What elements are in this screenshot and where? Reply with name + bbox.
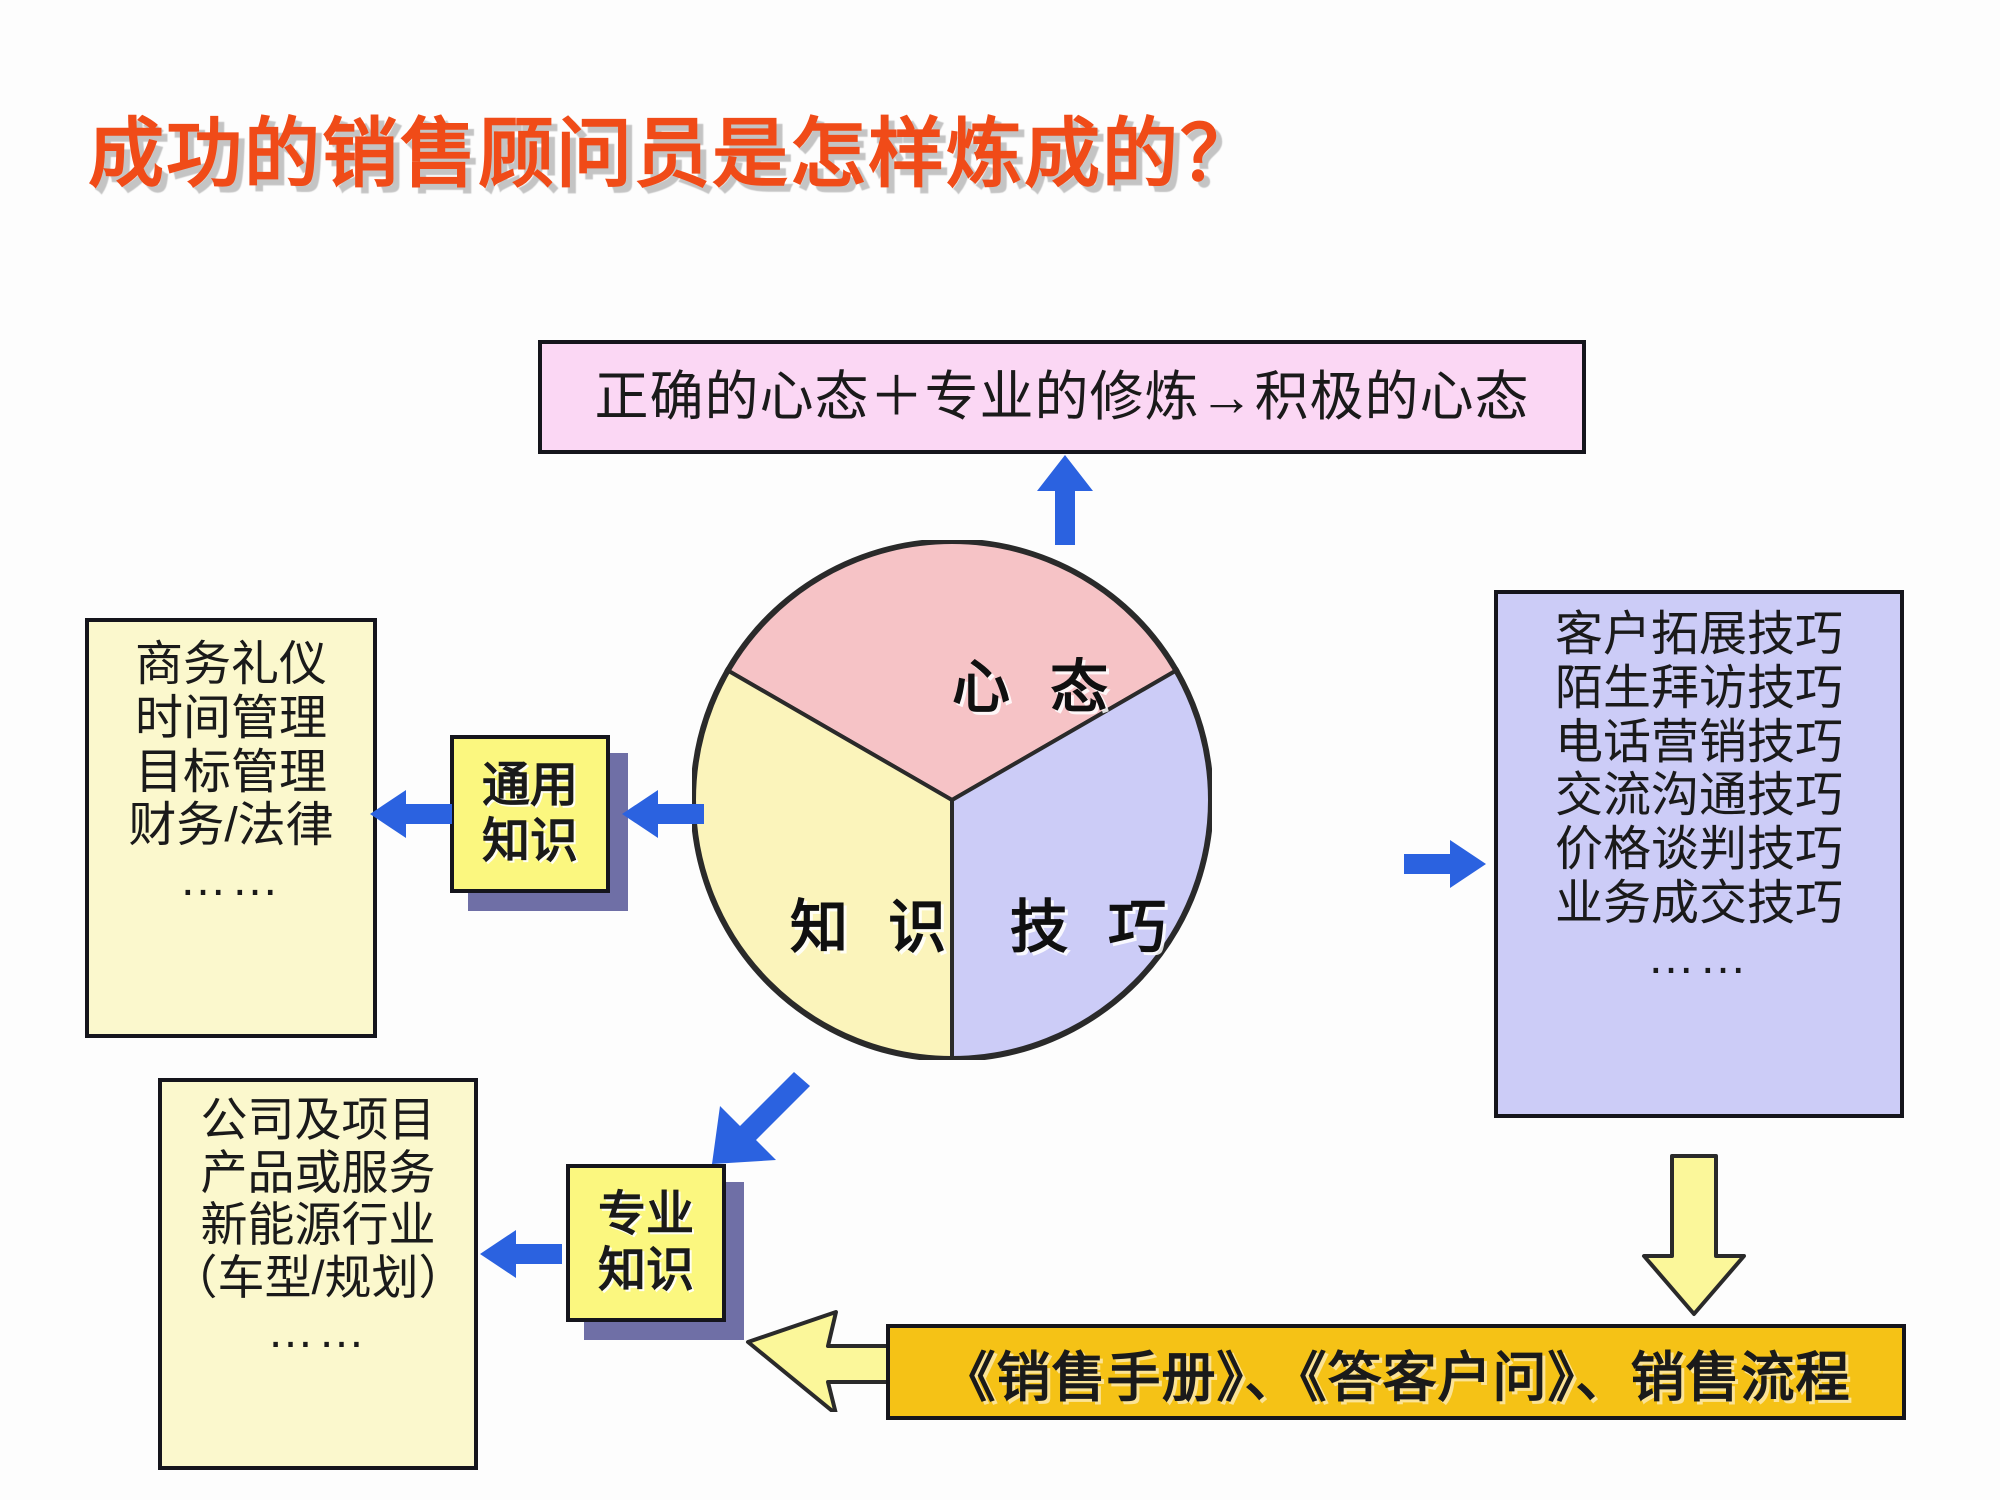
list-item: 业务成交技巧 <box>1554 876 1843 930</box>
list-item: （车型/规划） <box>170 1250 466 1304</box>
list-item: 目标管理 <box>134 745 327 799</box>
list-item: 时间管理 <box>134 691 327 745</box>
list-item: 商务礼仪 <box>134 638 327 691</box>
list-item: 公司及项目 <box>200 1093 436 1146</box>
tile-label-line1: 专业 <box>597 1188 694 1242</box>
arrow-left-icon <box>622 790 704 838</box>
competency-pie-chart: 心 态 知 识 技 巧 <box>692 540 1212 1060</box>
list-more-indicator: …… <box>179 853 283 906</box>
deliverables-bar: 《销售手册》、《答客户问》、销售流程 <box>886 1324 1906 1420</box>
list-item: 产品或服务 <box>200 1145 436 1199</box>
general-knowledge-list-box: 商务礼仪 时间管理 目标管理 财务/法律 …… <box>85 618 377 1038</box>
pie-label-knowledge: 知 识 <box>790 895 959 960</box>
arrow-down-icon <box>1642 1154 1746 1316</box>
arrow-right-icon <box>1404 840 1486 888</box>
arrow-diagonal-icon <box>712 1072 810 1164</box>
list-item: 财务/法律 <box>128 799 334 853</box>
pie-label-skills: 技 巧 <box>1010 895 1179 960</box>
list-item: 价格谈判技巧 <box>1554 823 1843 876</box>
arrow-up-icon <box>1037 455 1093 545</box>
list-item: 客户拓展技巧 <box>1554 608 1843 661</box>
tile-label-line1: 通用 <box>481 759 578 813</box>
list-item: 新能源行业 <box>200 1198 436 1252</box>
professional-knowledge-tile[interactable]: 专业 知识 <box>566 1164 744 1340</box>
list-more-indicator: …… <box>1647 930 1751 984</box>
list-item: 电话营销技巧 <box>1554 715 1843 769</box>
mindset-formula-box: 正确的心态＋专业的修炼→积极的心态 <box>538 340 1586 454</box>
arrow-diagonal-icon <box>746 1310 892 1412</box>
list-more-indicator: …… <box>267 1303 369 1357</box>
page-title: 成功的销售顾问员是怎样炼成的？ <box>88 112 1258 197</box>
tile-label-line2: 知识 <box>597 1244 694 1297</box>
mindset-formula-text: 正确的心态＋专业的修炼→积极的心态 <box>594 366 1530 427</box>
professional-knowledge-list-box: 公司及项目 产品或服务 新能源行业 （车型/规划） …… <box>158 1078 478 1470</box>
pie-label-mindset: 心 态 <box>952 655 1121 720</box>
general-knowledge-tile[interactable]: 通用 知识 <box>450 735 628 911</box>
arrow-left-icon <box>370 790 452 838</box>
deliverables-text: 《销售手册》、《答客户问》、销售流程 <box>941 1347 1851 1408</box>
arrow-left-icon <box>480 1230 562 1278</box>
list-item: 陌生拜访技巧 <box>1554 661 1843 715</box>
tile-label-line2: 知识 <box>481 815 578 868</box>
list-item: 交流沟通技巧 <box>1554 769 1843 823</box>
skills-list-box: 客户拓展技巧 陌生拜访技巧 电话营销技巧 交流沟通技巧 价格谈判技巧 业务成交技… <box>1494 590 1904 1118</box>
